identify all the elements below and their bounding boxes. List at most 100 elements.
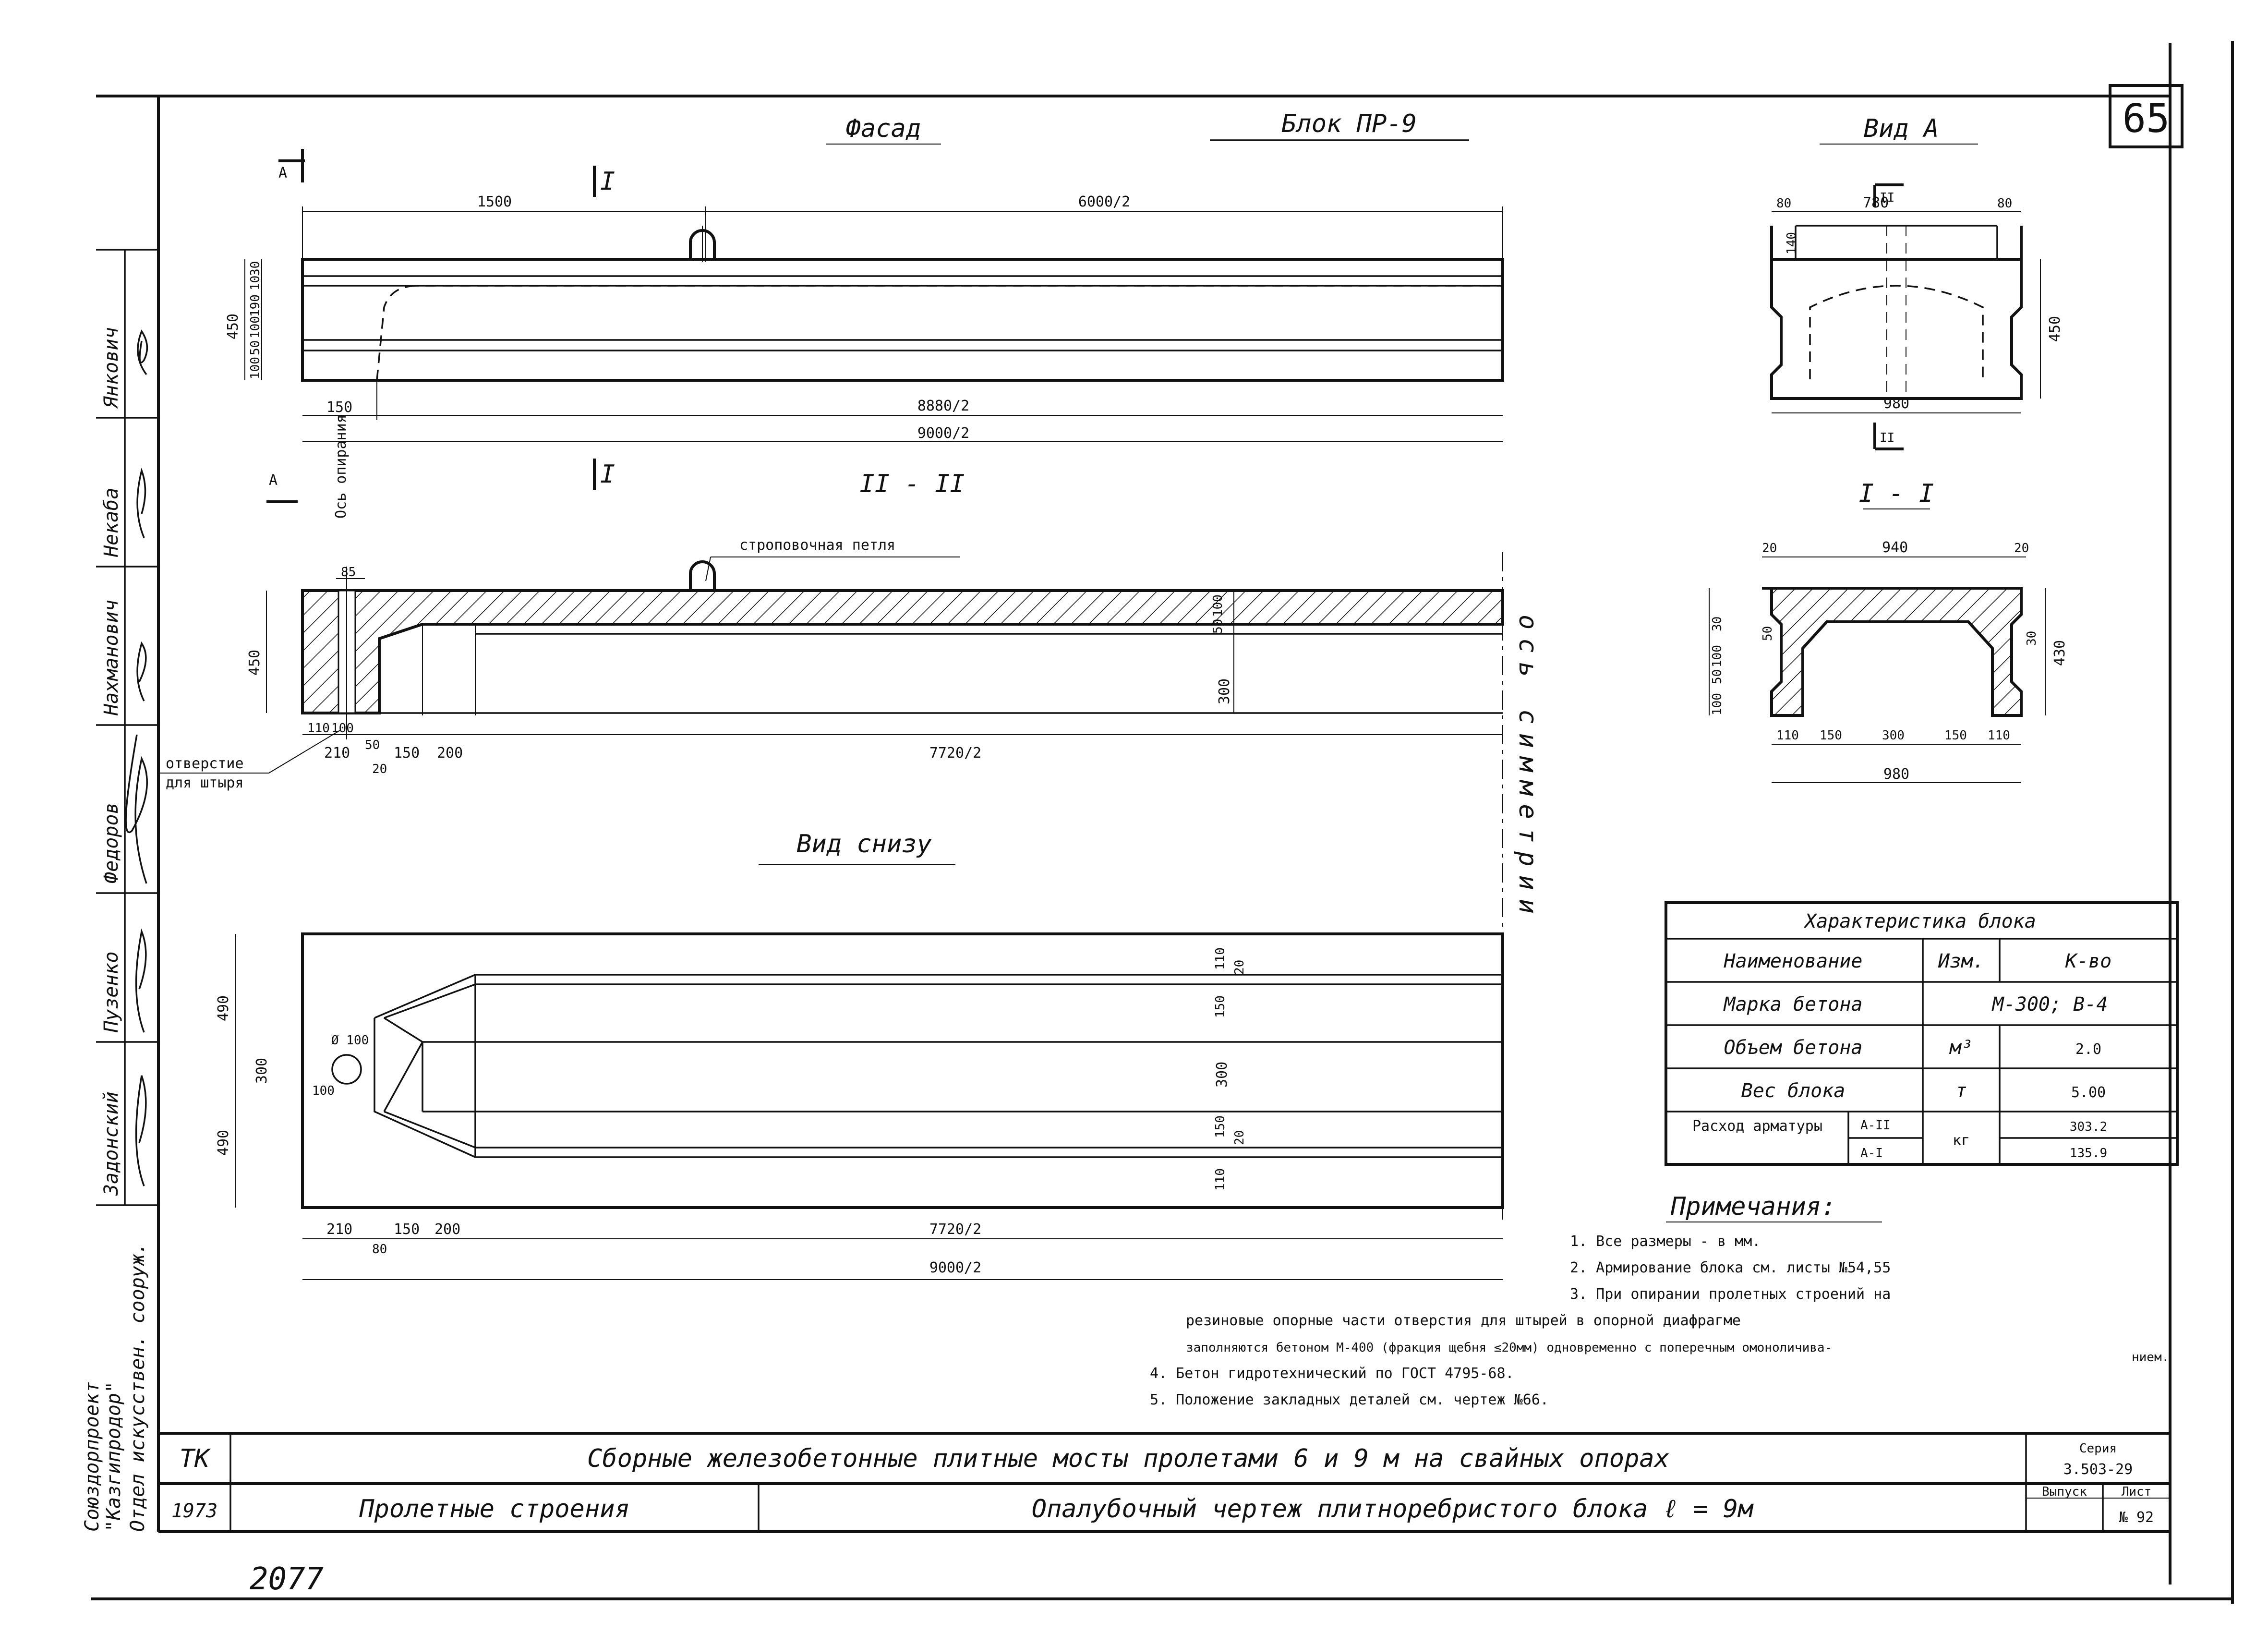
dimension-label: 80 — [372, 1242, 387, 1257]
dimension-label: 50 — [248, 340, 263, 355]
dimension-label: 80 — [1776, 196, 1791, 211]
view-A: Вид А II 80 780 80 140 450 980 II — [1770, 114, 2063, 450]
dimension-label: 210 — [326, 1221, 352, 1238]
support-axis-label: Ось опирания — [333, 414, 350, 519]
dimension-label: 50 — [1761, 626, 1775, 641]
dimension-label: 9000/2 — [929, 1259, 981, 1276]
dimension-label: 140 — [1785, 232, 1799, 254]
dimension-label: 430 — [2051, 640, 2068, 666]
signature-5 — [135, 928, 147, 1033]
dimension-label: Серия — [2079, 1441, 2117, 1456]
dimension-label: 135.9 — [2070, 1146, 2107, 1161]
dimension-label: ТК — [180, 1444, 211, 1473]
left-stamp-column: Янкович Некаба Нахманович Федоров Пузенк… — [81, 249, 158, 1532]
main-title: Сборные железобетонные плитные мосты про… — [587, 1444, 1669, 1473]
dimension-label: 210 — [324, 745, 350, 762]
facade-title: Фасад — [846, 114, 921, 143]
dimension-label: Выпуск — [2042, 1485, 2087, 1499]
dimension-label: 300 — [253, 1058, 270, 1084]
dimension-label: 150 — [1944, 728, 1967, 743]
dimension-label: 110 — [1213, 947, 1228, 970]
dimension-label: 200 — [434, 1221, 460, 1238]
dimension-label: 30 — [1710, 617, 1725, 631]
dimension-label: 30 — [248, 261, 263, 276]
dimension-label: 100 — [1710, 645, 1725, 667]
section-II-hatch — [301, 589, 1504, 714]
dimension-label: № 92 — [2119, 1509, 2154, 1526]
hole-label-1: отверстие — [166, 755, 244, 772]
note-4: 4. Бетон гидротехнический по ГОСТ 4795-6… — [1150, 1365, 1514, 1382]
symmetry-axis-label: ось симметрии — [1513, 615, 1542, 922]
rebar-label: Расход арматуры — [1692, 1118, 1822, 1135]
dimension-label: 150 — [326, 399, 352, 416]
dimension-label: К-во — [2065, 950, 2111, 972]
dimension-label: 3.503-29 — [2063, 1461, 2133, 1478]
block-title: Блок ПР-9 — [1281, 109, 1417, 138]
characteristics-table: Характеристика блока Наименование Изм. К… — [1665, 901, 2179, 1166]
dimension-label: 20 — [1232, 960, 1247, 975]
dimension-label: 300 — [1214, 1062, 1231, 1088]
dimension-label: кг — [1953, 1132, 1970, 1149]
dimension-label: 110 — [1988, 728, 2010, 743]
stamp-org-line2: "Казгипродор" — [103, 1381, 125, 1532]
dimension-label: 6000/2 — [1078, 194, 1130, 210]
dimension-label: 85 — [341, 565, 356, 580]
dimension-label: 150 — [394, 1221, 420, 1238]
section-II-title: II - II — [859, 470, 965, 498]
sheet-number: 65 — [2123, 96, 2170, 142]
arrow-a-label: А — [278, 165, 287, 181]
section-I-view: I - I 20 940 20 430 30 50 100 50 100 30 … — [1709, 479, 2068, 783]
stamp-org-line1: Отдел искусствен. сооруж. — [127, 1243, 149, 1532]
note-3b: резиновые опорные части отверстия для шт… — [1186, 1312, 1741, 1329]
dimension-label: 150 — [394, 745, 420, 762]
dimension-label: 110 — [1213, 1168, 1228, 1191]
dimension-label: 100 — [248, 316, 263, 339]
dimension-label: 940 — [1882, 539, 1908, 556]
view-A-title: Вид А — [1864, 114, 1939, 143]
dimension-label: 20 — [2014, 541, 2029, 556]
signature-4 — [125, 734, 148, 884]
dimension-label: 20 — [372, 762, 387, 776]
dimension-label: 450 — [246, 650, 263, 676]
dimension-label: II — [1880, 431, 1894, 445]
section-I-hatch — [1770, 587, 2023, 717]
dimension-label: 100 — [312, 1084, 335, 1098]
dimension-label: I — [600, 460, 615, 489]
facade-view: Фасад Блок ПР-9 А I 1500 6000/2 450 1 — [225, 109, 1504, 442]
dimension-label: 7720/2 — [929, 1221, 981, 1238]
dimension-label: 450 — [225, 314, 241, 339]
signature-1 — [137, 329, 148, 375]
dimension-label: 10 — [248, 276, 263, 290]
bottom-view-title: Вид снизу — [796, 830, 932, 859]
note-2: 2. Армирование блока см. листы №54,55 — [1570, 1259, 1891, 1276]
drawing-name: Опалубочный чертеж плитноребристого блок… — [1032, 1495, 1754, 1524]
dimension-label: 9000/2 — [917, 425, 969, 442]
dimension-label: Ø 100 — [331, 1033, 369, 1048]
dimension-label: 100 — [1211, 594, 1225, 617]
handwritten-number: 2077 — [250, 1561, 324, 1597]
stamp-name-3: Нахманович — [100, 600, 122, 716]
stamp-name-5: Пузенко — [100, 951, 122, 1033]
dimension-label: 980 — [1883, 766, 1909, 783]
dimension-label: 50 — [365, 738, 380, 752]
dimension-label: м³ — [1949, 1037, 1973, 1059]
signature-3 — [136, 641, 147, 702]
dimension-label: 50 — [1710, 669, 1725, 684]
dimension-label: 20 — [1232, 1130, 1247, 1145]
dimension-label: А — [269, 472, 277, 489]
bottom-view: Вид снизу Ø 100 100 300 490 490 110 20 1… — [215, 830, 1504, 1280]
dimension-label: 5.00 — [2071, 1084, 2106, 1101]
note-5: 5. Положение закладных деталей см. черте… — [1150, 1391, 1549, 1408]
dimension-label: 780 — [1863, 194, 1889, 211]
dimension-label: 30 — [2025, 631, 2039, 646]
note-3a: 3. При опирании пролетных строений на — [1570, 1286, 1891, 1303]
sheet-frame — [91, 41, 2234, 1604]
dimension-label: 150 — [1213, 1115, 1228, 1138]
dimension-label: 190 — [248, 294, 263, 317]
section-name: Пролетные строения — [359, 1495, 630, 1524]
dimension-label: 110 — [307, 721, 330, 736]
dimension-label: 300 — [1882, 728, 1905, 743]
dimension-label: 8880/2 — [917, 398, 969, 414]
note-3c: заполняются бетоном М-400 (фракция щебня… — [1186, 1341, 1832, 1355]
dimension-label: Лист — [2122, 1485, 2152, 1499]
